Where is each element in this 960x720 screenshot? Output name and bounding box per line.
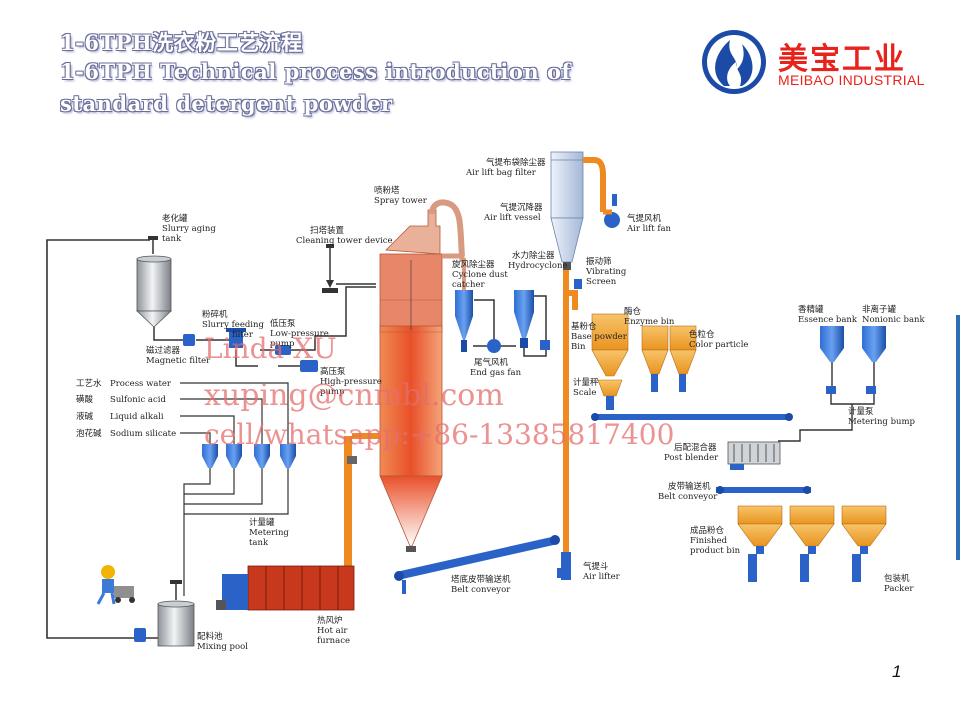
brand-name-en: MEIBAO INDUSTRIAL [778, 72, 925, 88]
spray-tower [379, 209, 443, 552]
enzyme-bin [641, 325, 669, 392]
slurry-feeding-filter-unit [226, 328, 246, 348]
right-edge-bar [956, 315, 960, 560]
title-line-3: standard detergent powder [60, 91, 393, 116]
air-lift-bag-filter [550, 151, 584, 270]
nonionic-bank [862, 326, 886, 394]
low-pressure-pump [275, 345, 291, 355]
recycle-pipe [46, 239, 158, 639]
brand-name-cn: 美宝工业 [778, 42, 906, 77]
page-number: 1 [892, 662, 902, 681]
title-line-2: 1-6TPH Technical process introduction of [60, 59, 571, 84]
finished-product-bins [737, 505, 887, 582]
post-blender [727, 441, 781, 470]
slurry-aging-tank [135, 236, 173, 328]
air-lifter-base [561, 552, 571, 580]
hydrocyclone [501, 290, 550, 357]
essence-bank [820, 326, 844, 394]
title-line-1: 1-6TPH洗衣粉工艺流程 [60, 30, 303, 55]
mixing-pool [134, 580, 195, 647]
air-lift-fan [603, 194, 620, 228]
vibrating-screen [574, 279, 582, 289]
base-powder-bin [591, 313, 629, 410]
high-pressure-pump [300, 360, 318, 372]
hot-air-duct [344, 433, 380, 566]
raw-material-lines [180, 382, 289, 596]
metering-tanks [202, 444, 296, 468]
tower-exhaust-duct [429, 199, 465, 257]
hot-air-furnace [216, 565, 355, 611]
tower-bottom-belt-conveyor [394, 535, 560, 594]
cleaning-tower-device [322, 244, 338, 293]
cyclone-dust-catcher [455, 258, 473, 352]
right-belt-conveyor [716, 486, 811, 494]
watermark-name: Linda XU [204, 332, 337, 365]
watermark-phone: cell/whatsapp:+86-13385817400 [204, 418, 675, 451]
end-gas-fan [473, 299, 501, 353]
color-particle-bin [669, 325, 697, 392]
watermark-email: xuping@cnmbl.com [204, 378, 504, 413]
worker-figure-icon [96, 565, 135, 605]
magnetic-filter [183, 334, 195, 346]
scale-belt-conveyor [591, 413, 793, 421]
